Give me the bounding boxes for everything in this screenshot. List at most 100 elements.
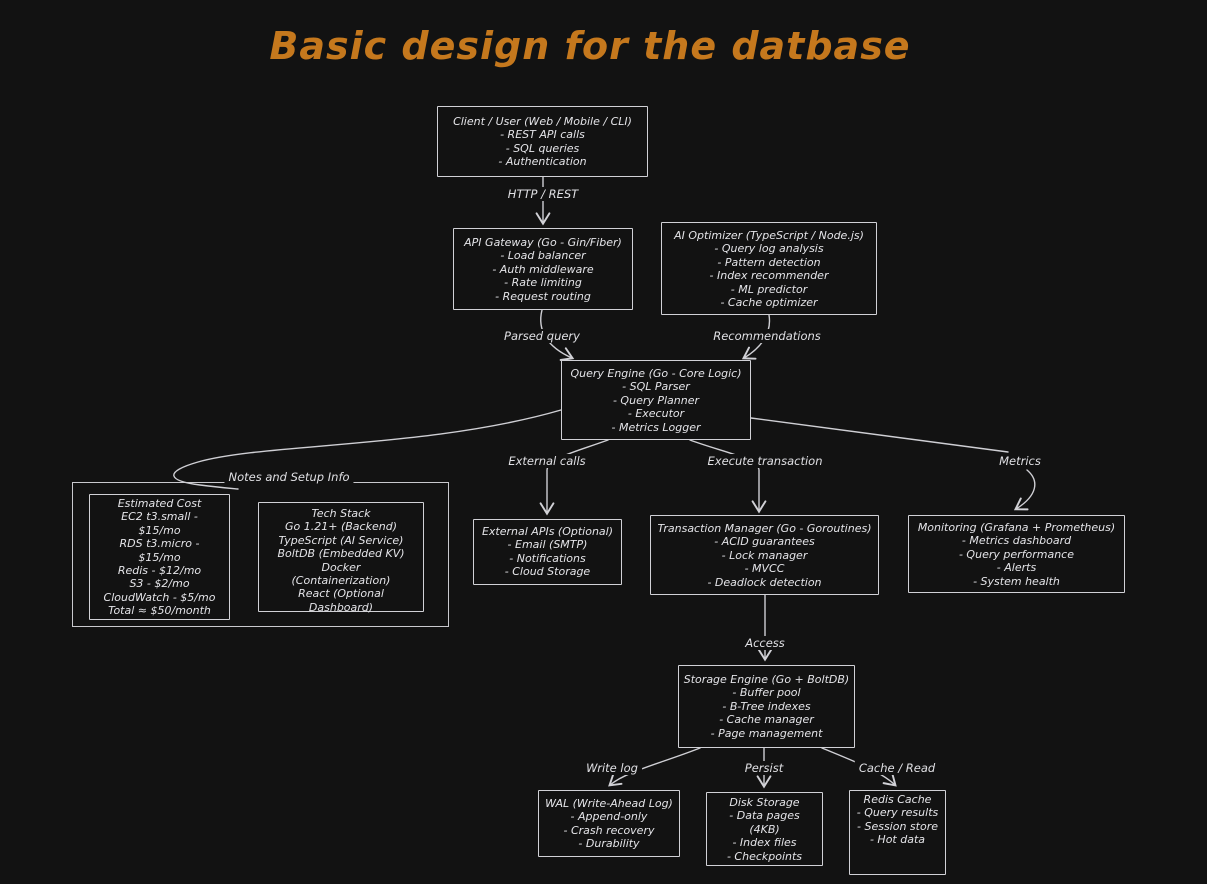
- node-line: - Notifications: [509, 551, 586, 565]
- edge-label-execute-transaction: Execute transaction: [703, 454, 827, 468]
- node-line: - Cache manager: [719, 713, 814, 727]
- node-line: - Rate limiting: [504, 276, 582, 290]
- node-line: - Session store: [857, 819, 938, 833]
- edge-label-access: Access: [741, 636, 789, 650]
- node-transaction-manager: Transaction Manager (Go - Goroutines) - …: [650, 515, 879, 595]
- node-line: BoltDB (Embedded KV): [277, 547, 405, 561]
- node-line: Go 1.21+ (Backend): [285, 520, 397, 534]
- node-redis-cache-title: Redis Cache: [863, 793, 932, 806]
- edge-label-external-calls: External calls: [504, 454, 590, 468]
- node-redis-cache-items: - Query results- Session store- Hot data: [856, 806, 939, 846]
- page-title: Basic design for the datbase: [269, 24, 911, 68]
- node-line: Redis - $12/mo: [117, 564, 202, 578]
- node-line: - Hot data: [869, 833, 926, 847]
- node-line: - SQL Parser: [622, 380, 690, 394]
- node-line: - Query log analysis: [714, 242, 824, 256]
- node-client: Client / User (Web / Mobile / CLI) - RES…: [437, 106, 648, 177]
- node-line: - MVCC: [744, 562, 785, 576]
- node-line: - Checkpoints: [726, 849, 803, 863]
- node-line: - Buffer pool: [732, 686, 801, 700]
- node-line: - Data pages (4KB): [729, 809, 800, 836]
- node-storage-engine-items: - Buffer pool- B-Tree indexes- Cache man…: [679, 686, 854, 740]
- node-disk-storage-title: Disk Storage: [729, 796, 800, 809]
- node-line: - System health: [973, 574, 1060, 588]
- node-line: Total ≈ $50/month: [108, 604, 211, 618]
- node-line: - Cache optimizer: [720, 296, 818, 310]
- node-line: - Load balancer: [500, 249, 586, 263]
- node-query-engine-items: - SQL Parser- Query Planner- Executor- M…: [562, 380, 750, 434]
- node-line: - Executor: [627, 407, 685, 421]
- node-line: - B-Tree indexes: [722, 699, 811, 713]
- node-line: - Pattern detection: [717, 255, 821, 269]
- node-line: - Query results: [856, 806, 939, 820]
- node-query-engine-title: Query Engine (Go - Core Logic): [570, 367, 742, 380]
- notes-group-title: Notes and Setup Info: [224, 470, 354, 484]
- node-external-apis-items: - Email (SMTP)- Notifications- Cloud Sto…: [474, 538, 621, 578]
- node-disk-storage-items: - Data pages (4KB)- Index files- Checkpo…: [715, 809, 814, 863]
- edge-label-persist: Persist: [740, 761, 788, 775]
- node-line: - Index files: [732, 836, 797, 850]
- node-transaction-manager-title: Transaction Manager (Go - Goroutines): [657, 522, 872, 535]
- node-wal-items: - Append-only- Crash recovery- Durabilit…: [539, 810, 679, 850]
- node-line: - Query performance: [958, 547, 1075, 561]
- node-ai-optimizer: AI Optimizer (TypeScript / Node.js) - Qu…: [661, 222, 877, 315]
- node-ai-optimizer-title: AI Optimizer (TypeScript / Node.js): [674, 229, 864, 242]
- node-client-title: Client / User (Web / Mobile / CLI): [453, 115, 632, 128]
- node-query-engine: Query Engine (Go - Core Logic) - SQL Par…: [561, 360, 751, 440]
- node-disk-storage: Disk Storage - Data pages (4KB)- Index f…: [706, 792, 823, 866]
- node-line: - Page management: [710, 726, 823, 740]
- node-client-items: - REST API calls- SQL queries- Authentic…: [438, 128, 647, 168]
- node-line: EC2 t3.small - $15/mo: [121, 510, 198, 537]
- edge-label-write-log: Write log: [582, 761, 642, 775]
- node-api-gateway-title: API Gateway (Go - Gin/Fiber): [464, 236, 622, 249]
- node-transaction-manager-items: - ACID guarantees- Lock manager- MVCC- D…: [651, 535, 878, 589]
- node-line: - Alerts: [996, 561, 1037, 575]
- edge-label-metrics: Metrics: [995, 454, 1045, 468]
- node-line: - Authentication: [498, 155, 587, 169]
- node-line: S3 - $2/mo: [129, 577, 190, 591]
- node-line: - Query Planner: [612, 393, 700, 407]
- edge-label-parsed-query: Parsed query: [500, 329, 584, 343]
- node-line: CloudWatch - $5/mo: [103, 590, 216, 604]
- node-line: - Index recommender: [709, 269, 829, 283]
- node-monitoring-title: Monitoring (Grafana + Prometheus): [917, 521, 1116, 534]
- node-storage-engine-title: Storage Engine (Go + BoltDB): [683, 673, 850, 686]
- node-line: - Email (SMTP): [507, 538, 588, 552]
- node-line: TypeScript (AI Service): [278, 533, 404, 547]
- node-wal-title: WAL (Write-Ahead Log): [545, 797, 673, 810]
- node-api-gateway: API Gateway (Go - Gin/Fiber) - Load bala…: [453, 228, 633, 310]
- node-external-apis: External APIs (Optional) - Email (SMTP)-…: [473, 519, 622, 585]
- node-ai-optimizer-items: - Query log analysis- Pattern detection-…: [662, 242, 876, 309]
- node-monitoring: Monitoring (Grafana + Prometheus) - Metr…: [908, 515, 1125, 593]
- node-tech-stack-items: Go 1.21+ (Backend)TypeScript (AI Service…: [273, 520, 409, 614]
- node-line: - Cloud Storage: [504, 565, 591, 579]
- node-monitoring-items: - Metrics dashboard- Query performance- …: [909, 534, 1124, 588]
- node-tech-stack: Tech Stack Go 1.21+ (Backend)TypeScript …: [258, 502, 424, 614]
- node-line: - Auth middleware: [492, 262, 594, 276]
- node-line: - Deadlock detection: [707, 575, 822, 589]
- edge-label-recommendations: Recommendations: [709, 329, 825, 343]
- node-line: RDS t3.micro - $15/mo: [119, 537, 200, 564]
- node-line: - Append-only: [570, 810, 648, 824]
- edge-label-cache-read: Cache / Read: [854, 761, 940, 775]
- node-line: Docker (Containerization): [291, 560, 391, 588]
- node-line: - ML predictor: [730, 282, 808, 296]
- edge-label-http-rest: HTTP / REST: [503, 187, 583, 201]
- node-line: - ACID guarantees: [714, 535, 815, 549]
- node-line: - Durability: [578, 837, 640, 851]
- node-storage-engine: Storage Engine (Go + BoltDB) - Buffer po…: [678, 665, 855, 748]
- node-redis-cache: Redis Cache - Query results- Session sto…: [849, 790, 946, 875]
- node-line: - Crash recovery: [563, 823, 655, 837]
- node-line: - Lock manager: [721, 548, 808, 562]
- node-line: - Metrics Logger: [611, 420, 701, 434]
- node-api-gateway-items: - Load balancer- Auth middleware- Rate l…: [454, 249, 632, 303]
- node-external-apis-title: External APIs (Optional): [481, 525, 614, 538]
- node-tech-stack-title: Tech Stack: [311, 507, 371, 520]
- node-line: - Request routing: [495, 289, 591, 303]
- node-line: - SQL queries: [505, 141, 580, 155]
- node-line: - REST API calls: [500, 128, 585, 142]
- node-line: React (Optional Dashboard): [298, 587, 384, 614]
